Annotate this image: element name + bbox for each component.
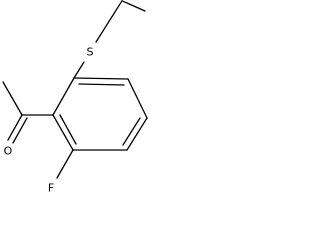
bond-s-ring [73, 61, 85, 79]
atom-oxygen-label: O [4, 145, 13, 158]
bond-ethyl-ch3-ch2 [121, 0, 146, 12]
bond-carbonyl-methyl [2, 81, 23, 116]
bond-ethyl-ch2-s [95, 0, 123, 43]
ring-bond-c6-c1 [52, 77, 75, 116]
ring-inner-bond-c1-c2 [78, 83, 125, 86]
ring-bond-c5-c6 [52, 114, 74, 151]
ring-inner-bond-c3-c4 [122, 117, 141, 146]
ring-bond-c1-c2 [73, 77, 129, 80]
bond-ring-f [56, 149, 74, 179]
bond-carbonyl-o-outer [7, 114, 23, 141]
ring-bond-c2-c3 [127, 78, 148, 119]
ring-bond-c3-c4 [126, 117, 148, 151]
ring-inner-bond-c5-c6 [59, 114, 77, 145]
structure-diagram: S O F [2, 0, 148, 195]
bond-carbonyl-o-inner [12, 117, 28, 144]
atom-fluorine-label: F [48, 182, 54, 195]
atom-sulfur-label: S [87, 46, 94, 59]
